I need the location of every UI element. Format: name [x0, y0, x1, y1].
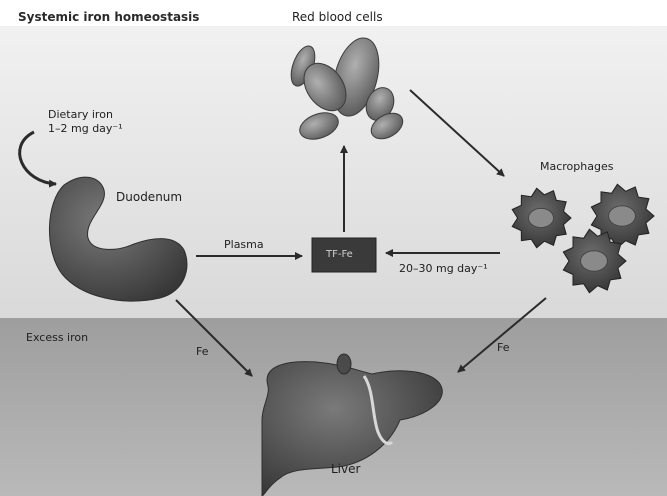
fe-left-label: Fe [196, 345, 209, 358]
duodenum-label: Duodenum [116, 190, 182, 204]
rbc-to-macrophages-arrow [410, 90, 504, 176]
excess-iron-label: Excess iron [26, 331, 88, 344]
diagram-title: Systemic iron homeostasis [18, 10, 199, 24]
macrophage-nucleus-1 [528, 208, 553, 227]
red-blood-cells-label: Red blood cells [292, 10, 383, 24]
dietary-iron-label: Dietary iron [48, 108, 113, 121]
macrophage-nucleus-2 [609, 206, 636, 226]
recycling-rate-label: 20–30 mg day⁻¹ [399, 262, 488, 275]
macrophages-label: Macrophages [540, 160, 613, 173]
red-blood-cells-illustration [286, 33, 407, 144]
macrophage-nucleus-3 [581, 251, 608, 271]
dietary-iron-rate-label: 1–2 mg day⁻¹ [48, 122, 123, 135]
duodenum-to-liver-arrow [176, 300, 252, 376]
macrophages-illustration [512, 184, 654, 292]
dietary-iron-arrow [20, 132, 56, 184]
transferrin-label: TF-Fe [326, 249, 353, 261]
fe-right-label: Fe [497, 341, 510, 354]
macrophages-to-liver-arrow [458, 298, 546, 372]
liver-label: Liver [331, 462, 360, 476]
plasma-label: Plasma [224, 238, 264, 251]
